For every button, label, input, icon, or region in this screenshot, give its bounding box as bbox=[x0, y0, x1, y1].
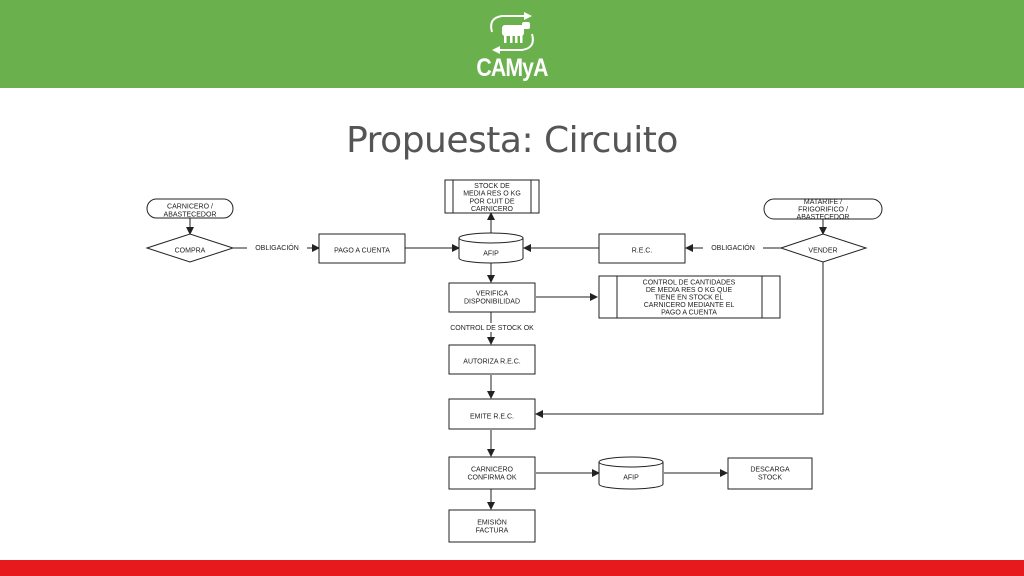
node-emision-factura bbox=[448, 509, 536, 543]
node-control-cantidades bbox=[598, 275, 781, 319]
label-line: VENDER bbox=[808, 248, 837, 255]
label-rec: R.E.C. bbox=[632, 248, 653, 255]
label-line: CARNICERO MEDIANTE EL bbox=[644, 302, 735, 309]
label-line: EMITE R.E.C. bbox=[470, 414, 514, 421]
label-line: DESCARGA bbox=[750, 467, 790, 474]
label-line: VERIFICA bbox=[476, 291, 509, 298]
node-stock-media-res bbox=[444, 179, 540, 214]
label-line: R.E.C. bbox=[632, 248, 653, 255]
label-line: CARNICERO / bbox=[167, 204, 213, 211]
node-vender bbox=[779, 233, 868, 263]
label-line: CARNICERO bbox=[471, 206, 514, 213]
label-line: AFIP bbox=[623, 475, 639, 482]
label-line: PAGO A CUENTA bbox=[661, 310, 717, 317]
node-carnicero-confirma bbox=[448, 456, 536, 490]
label-line: TIENE EN STOCK EL bbox=[655, 295, 724, 302]
label-line: EMISIÓN bbox=[477, 518, 507, 527]
label-matarife: MATARIFE /FRIGORIFICO /ABASTECEDOR bbox=[797, 199, 850, 221]
label-line: CONTROL DE CANTIDADES bbox=[643, 279, 736, 286]
label-afip-1: AFIP bbox=[483, 251, 499, 258]
label-line: MEDIA RES O KG bbox=[463, 191, 521, 198]
label-line: STOCK bbox=[758, 474, 782, 481]
label-line: COMPRA bbox=[175, 248, 206, 255]
label-line: AUTORIZA R.E.C. bbox=[463, 359, 520, 366]
label-autoriza-rec: AUTORIZA R.E.C. bbox=[463, 359, 520, 366]
label-line: ABASTECEDOR bbox=[164, 211, 217, 218]
bottom-accent-bar bbox=[0, 560, 1024, 576]
header-bar: CAMyA bbox=[0, 0, 1024, 88]
label-vender: VENDER bbox=[808, 248, 837, 255]
label-line: CONFIRMA OK bbox=[467, 474, 516, 481]
label-pago-a-cuenta: PAGO A CUENTA bbox=[334, 248, 390, 255]
node-pago-a-cuenta bbox=[318, 233, 406, 264]
label-line: DISPONIBILIDAD bbox=[464, 298, 520, 305]
label-line: DE MEDIA RES O KG QUE bbox=[646, 287, 733, 294]
label-line: AFIP bbox=[483, 251, 499, 258]
label-line: FRIGORIFICO / bbox=[798, 207, 848, 214]
edge-label-control-stock-ok: CONTROL DE STOCK OK bbox=[450, 325, 534, 332]
node-afip-2 bbox=[598, 456, 664, 490]
label-carnicero-abastecedor: CARNICERO /ABASTECEDOR bbox=[164, 204, 217, 219]
node-emite-rec bbox=[448, 398, 536, 430]
node-verifica-disponibilidad bbox=[448, 282, 536, 313]
edge-vender-emite bbox=[535, 262, 824, 418]
label-line: POR CUIT DE bbox=[470, 198, 515, 205]
node-rec bbox=[598, 233, 686, 264]
slide-title: Propuesta: Circuito bbox=[346, 120, 678, 161]
node-compra bbox=[145, 233, 235, 263]
camya-logo: CAMyA bbox=[462, 10, 562, 82]
node-autoriza-rec bbox=[448, 344, 536, 375]
label-line: ABASTECEDOR bbox=[797, 214, 850, 221]
edge-label-obligacion-right: OBLIGACIÓN bbox=[711, 243, 755, 252]
label-line: MATARIFE / bbox=[804, 199, 842, 206]
brand-name: CAMyA bbox=[476, 54, 548, 82]
edge-label-obligacion-left: OBLIGACIÓN bbox=[255, 243, 299, 252]
node-carnicero-abastecedor bbox=[146, 198, 234, 219]
label-line: CARNICERO bbox=[471, 467, 514, 474]
label-compra: COMPRA bbox=[175, 248, 206, 255]
node-afip-1 bbox=[458, 232, 524, 264]
label-line: FACTURA bbox=[476, 527, 509, 534]
label-line: STOCK DE bbox=[474, 183, 510, 190]
cow-arrows-icon bbox=[490, 12, 534, 54]
label-emite-rec: EMITE R.E.C. bbox=[470, 414, 514, 421]
node-matarife bbox=[763, 198, 883, 220]
label-afip-2: AFIP bbox=[623, 475, 639, 482]
label-line: PAGO A CUENTA bbox=[334, 248, 390, 255]
node-descarga-stock bbox=[727, 457, 813, 490]
